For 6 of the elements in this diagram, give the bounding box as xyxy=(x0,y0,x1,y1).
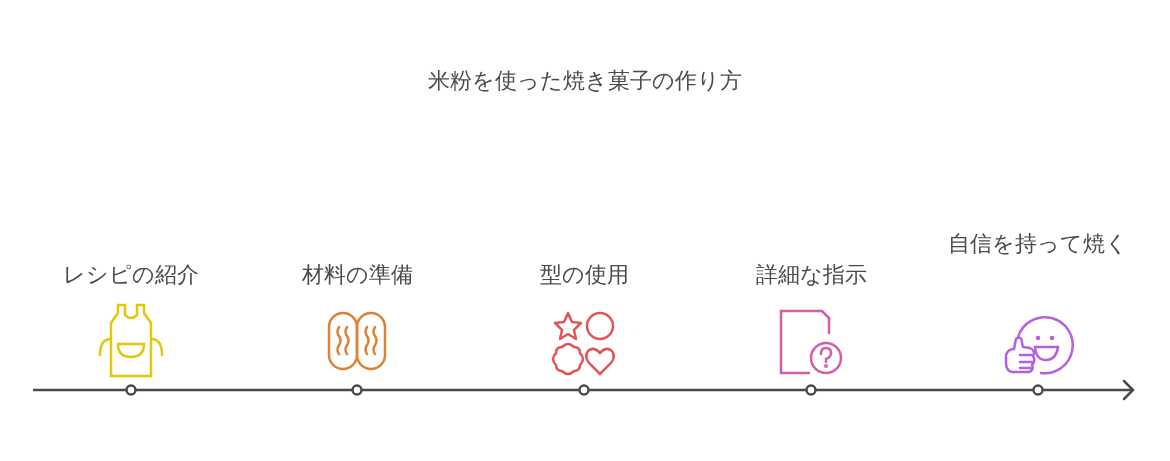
step-label: 型の使用 xyxy=(538,261,630,289)
step-label: 詳細な指示 xyxy=(754,261,868,289)
step-label: レシピの紹介 xyxy=(62,261,200,289)
step-label: 材料の準備 xyxy=(300,261,414,289)
step-label: 自信を持って焼く xyxy=(947,230,1129,258)
diagram-title: 米粉を使った焼き菓子の作り方 xyxy=(427,67,743,95)
